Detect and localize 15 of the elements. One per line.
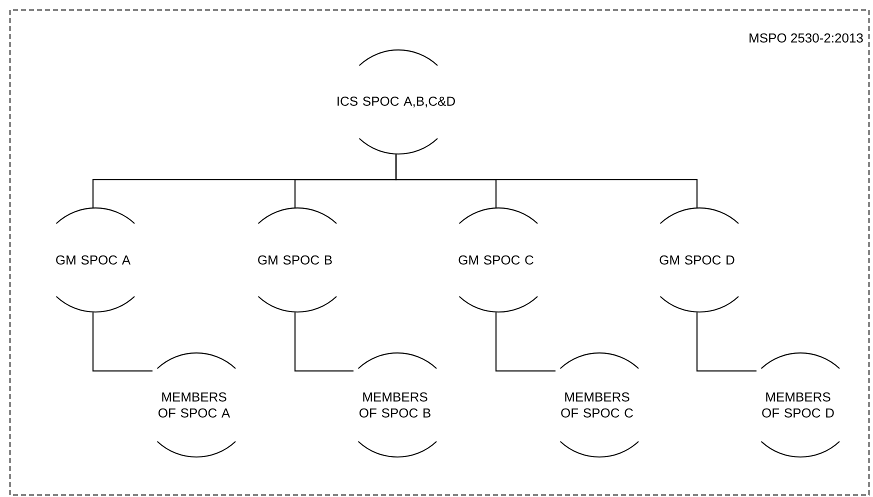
connector-line [696,312,756,372]
split-circle-node: MEMBERS OF SPOC D [760,352,840,458]
split-circle-node: GM SPOC C [458,207,538,313]
connector-line [92,312,152,372]
split-circle-node: MEMBERS OF SPOC B [358,352,437,458]
split-circle-node: MEMBERS OF SPOC A [156,352,236,458]
split-circle-node: GM SPOC B [258,207,337,313]
connector-line [495,312,556,372]
split-circle-node: MEMBERS OF SPOC C [560,352,639,458]
split-circle-node: GM SPOC D [660,207,739,313]
connector-line [294,312,354,372]
split-circle-node: GM SPOC A [56,207,135,313]
split-circle-node: ICS SPOC A,B,C&D [338,49,455,155]
standard-label: MSPO 2530-2:2013 [750,33,863,43]
connector-line [395,154,698,208]
